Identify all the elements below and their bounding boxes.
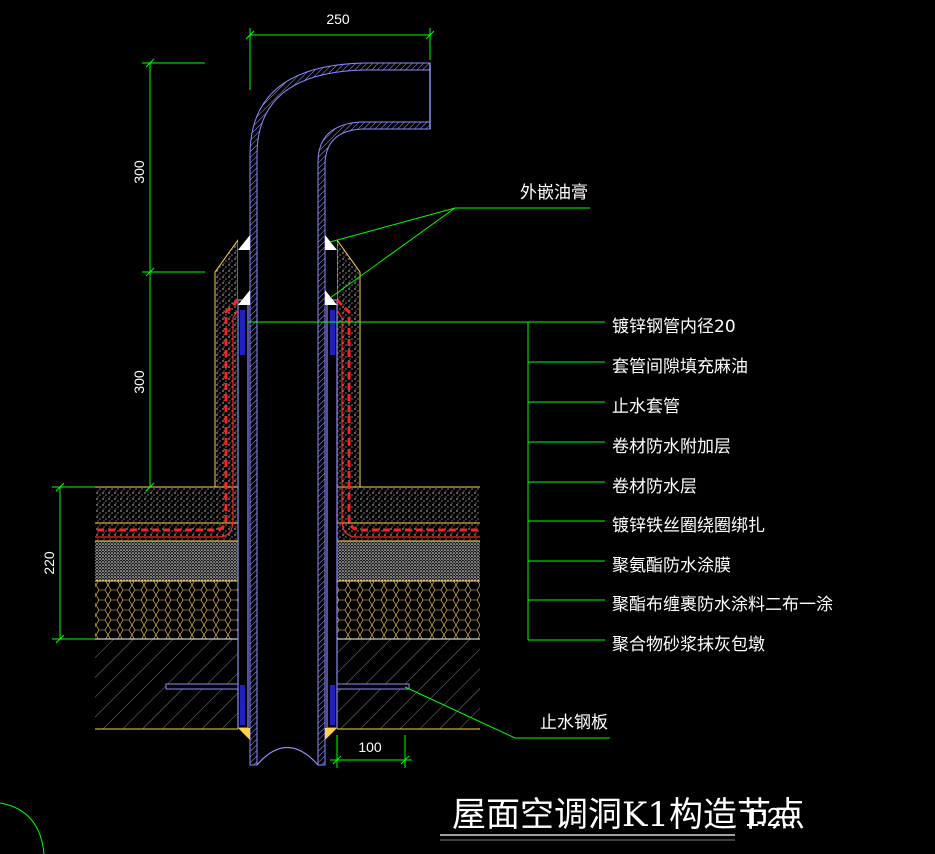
label-ointment: 外嵌油膏 [520,182,588,203]
label-layer-2: 套管间隙填充麻油 [612,357,748,377]
leader-ointment [329,207,456,243]
membrane-left [95,298,240,532]
water-stop-plate-left [165,683,239,690]
membrane-left-inner [95,309,239,538]
label-layer-1: 镀锌钢管内径20 [612,317,736,337]
sealant-top-right [325,235,337,250]
sealant-bottom-left [238,728,250,740]
label-layer-7: 聚氨酯防水涂膜 [612,556,731,576]
dim-tick [145,58,155,68]
corner-arc [0,802,45,854]
label-layer-8: 聚酯布缠裹防水涂料二布一涂 [612,595,833,615]
sleeve-fill [240,310,245,355]
dim-bottom-width: 100 [358,739,382,755]
sealant [238,235,337,740]
dim-tick [332,755,342,765]
sealant-mid-left [238,290,250,305]
dim-tick [245,30,255,40]
membranes [95,298,480,538]
dim-tick [145,482,155,492]
drawing-title: 屋面空调洞K1构造节点 [452,795,805,835]
dim-tick [400,755,410,765]
sleeve-left [237,299,249,729]
label-layer-3: 止水套管 [612,397,680,417]
label-layer-6: 镀锌铁丝圈绕圈绑扎 [612,516,765,536]
label-water-stop-plate: 止水钢板 [540,713,608,733]
dim-top-width: 250 [326,11,350,27]
dim-upper-height: 300 [131,160,147,184]
sleeve-right [326,299,338,729]
water-stop-plate-right [336,683,410,690]
sealant-bottom-right [325,728,337,740]
label-layer-4: 卷材防水附加层 [612,437,731,457]
dim-tick [55,634,65,644]
dim-tick [425,30,435,40]
membrane-right [335,298,480,532]
leaders [248,207,610,739]
dim-tick [55,482,65,492]
drawing-scale: 1:20 [745,802,796,832]
membrane-right-inner [336,309,480,538]
sleeve-fill [240,685,245,725]
steel-pipe [249,62,431,766]
dim-roof-thickness: 220 [41,551,57,575]
sealant-top-left [238,235,250,250]
label-layer-5: 卷材防水层 [612,477,697,497]
pipe-break [256,746,319,766]
leader-ointment [329,207,456,299]
sleeve-fill [330,310,335,355]
dim-tick [145,267,155,277]
sleeve-fill [330,685,335,725]
leader-plate [404,686,516,739]
dimensions [52,28,435,768]
label-layer-9: 聚合物砂浆抹灰包墩 [612,635,765,655]
dim-lower-height: 300 [131,370,147,394]
